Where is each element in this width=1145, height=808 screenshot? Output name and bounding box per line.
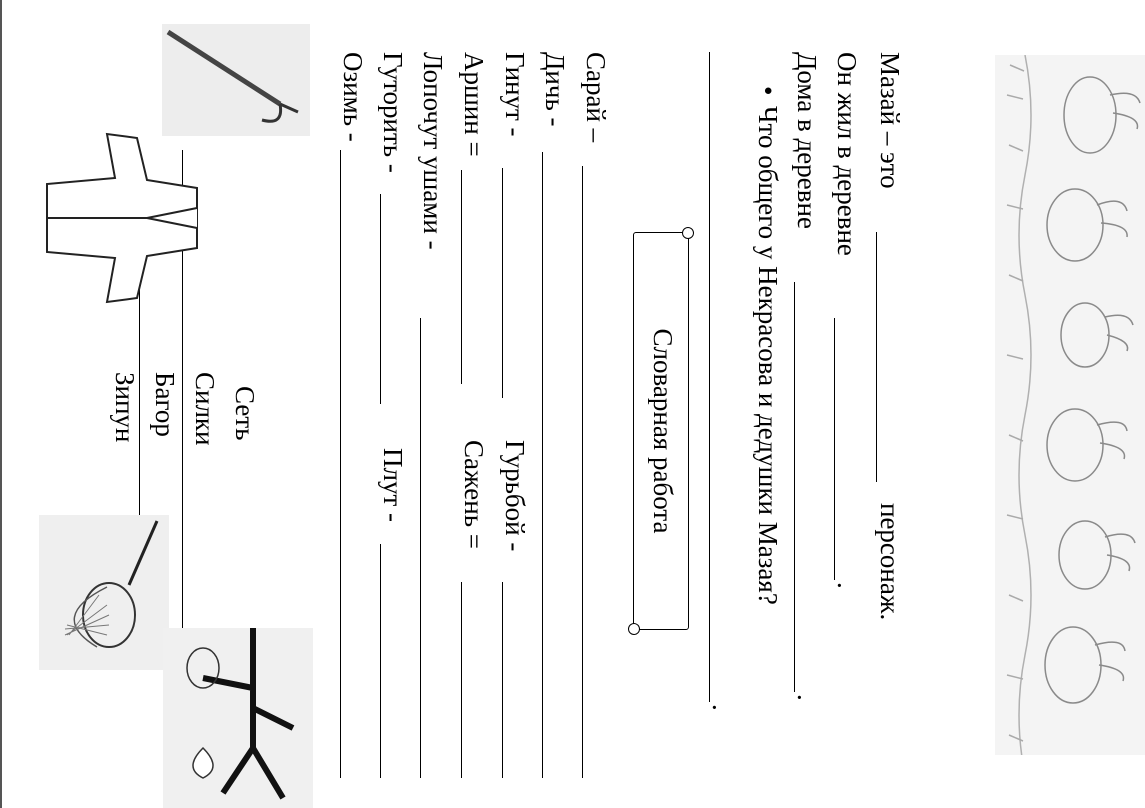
answer-line (542, 152, 543, 778)
term-gurboi: Гурьбой - (500, 440, 530, 552)
vocabulary-title: Словарная работа (648, 328, 678, 534)
term-gutorit: Гуторить - (378, 52, 408, 173)
answer-line (709, 52, 710, 702)
term-dich: Дичь - (540, 52, 570, 127)
term-sazhen: Сажень = (459, 440, 489, 550)
question-text: Что общего у Некрасова и дедушки Мазая? (753, 106, 783, 605)
answer-line (340, 150, 341, 778)
coat-zipun-icon (46, 132, 198, 304)
answer-line (380, 194, 381, 404)
period-mark: . (707, 704, 737, 711)
answer-line (461, 582, 462, 778)
fishing-net-icon (39, 515, 169, 670)
period-mark: . (792, 694, 822, 701)
period-mark: . (832, 582, 862, 589)
tool-word-zipun: Зипун (110, 372, 140, 443)
snare-tree-icon (163, 628, 313, 808)
answer-line (461, 170, 462, 384)
answer-line (794, 282, 795, 692)
answer-line (380, 544, 381, 778)
boat-hook-icon (162, 24, 310, 136)
term-ozim: Озимь - (338, 52, 368, 142)
term-arshin: Аршин = (459, 52, 489, 157)
term-plut: Плут - (378, 448, 408, 523)
bullet-icon: • (753, 86, 783, 96)
rabbits-sketch-icon (995, 55, 1145, 755)
village-line: Он жил в деревне (832, 52, 862, 256)
term-sarai: Сарай – (581, 52, 611, 143)
tool-word-set: Сеть (230, 386, 260, 441)
tool-word-silki: Силки (190, 372, 220, 446)
page-edge (0, 0, 2, 808)
vocabulary-banner: Словарная работа (633, 232, 689, 630)
answer-line (502, 582, 503, 778)
mazai-definition-end: персонаж. (875, 503, 905, 621)
answer-line (502, 168, 503, 398)
houses-line: Дома в деревне (792, 52, 822, 229)
answer-line (876, 232, 877, 482)
answer-line (420, 318, 421, 778)
term-lopochut: Лопочут ушами - (418, 52, 448, 250)
answer-line (834, 318, 835, 580)
answer-line (582, 166, 583, 778)
mazai-definition-start: Мазай – это (875, 52, 905, 189)
term-ginut: Гинут - (500, 52, 530, 137)
tool-word-bagor: Багор (150, 372, 180, 437)
